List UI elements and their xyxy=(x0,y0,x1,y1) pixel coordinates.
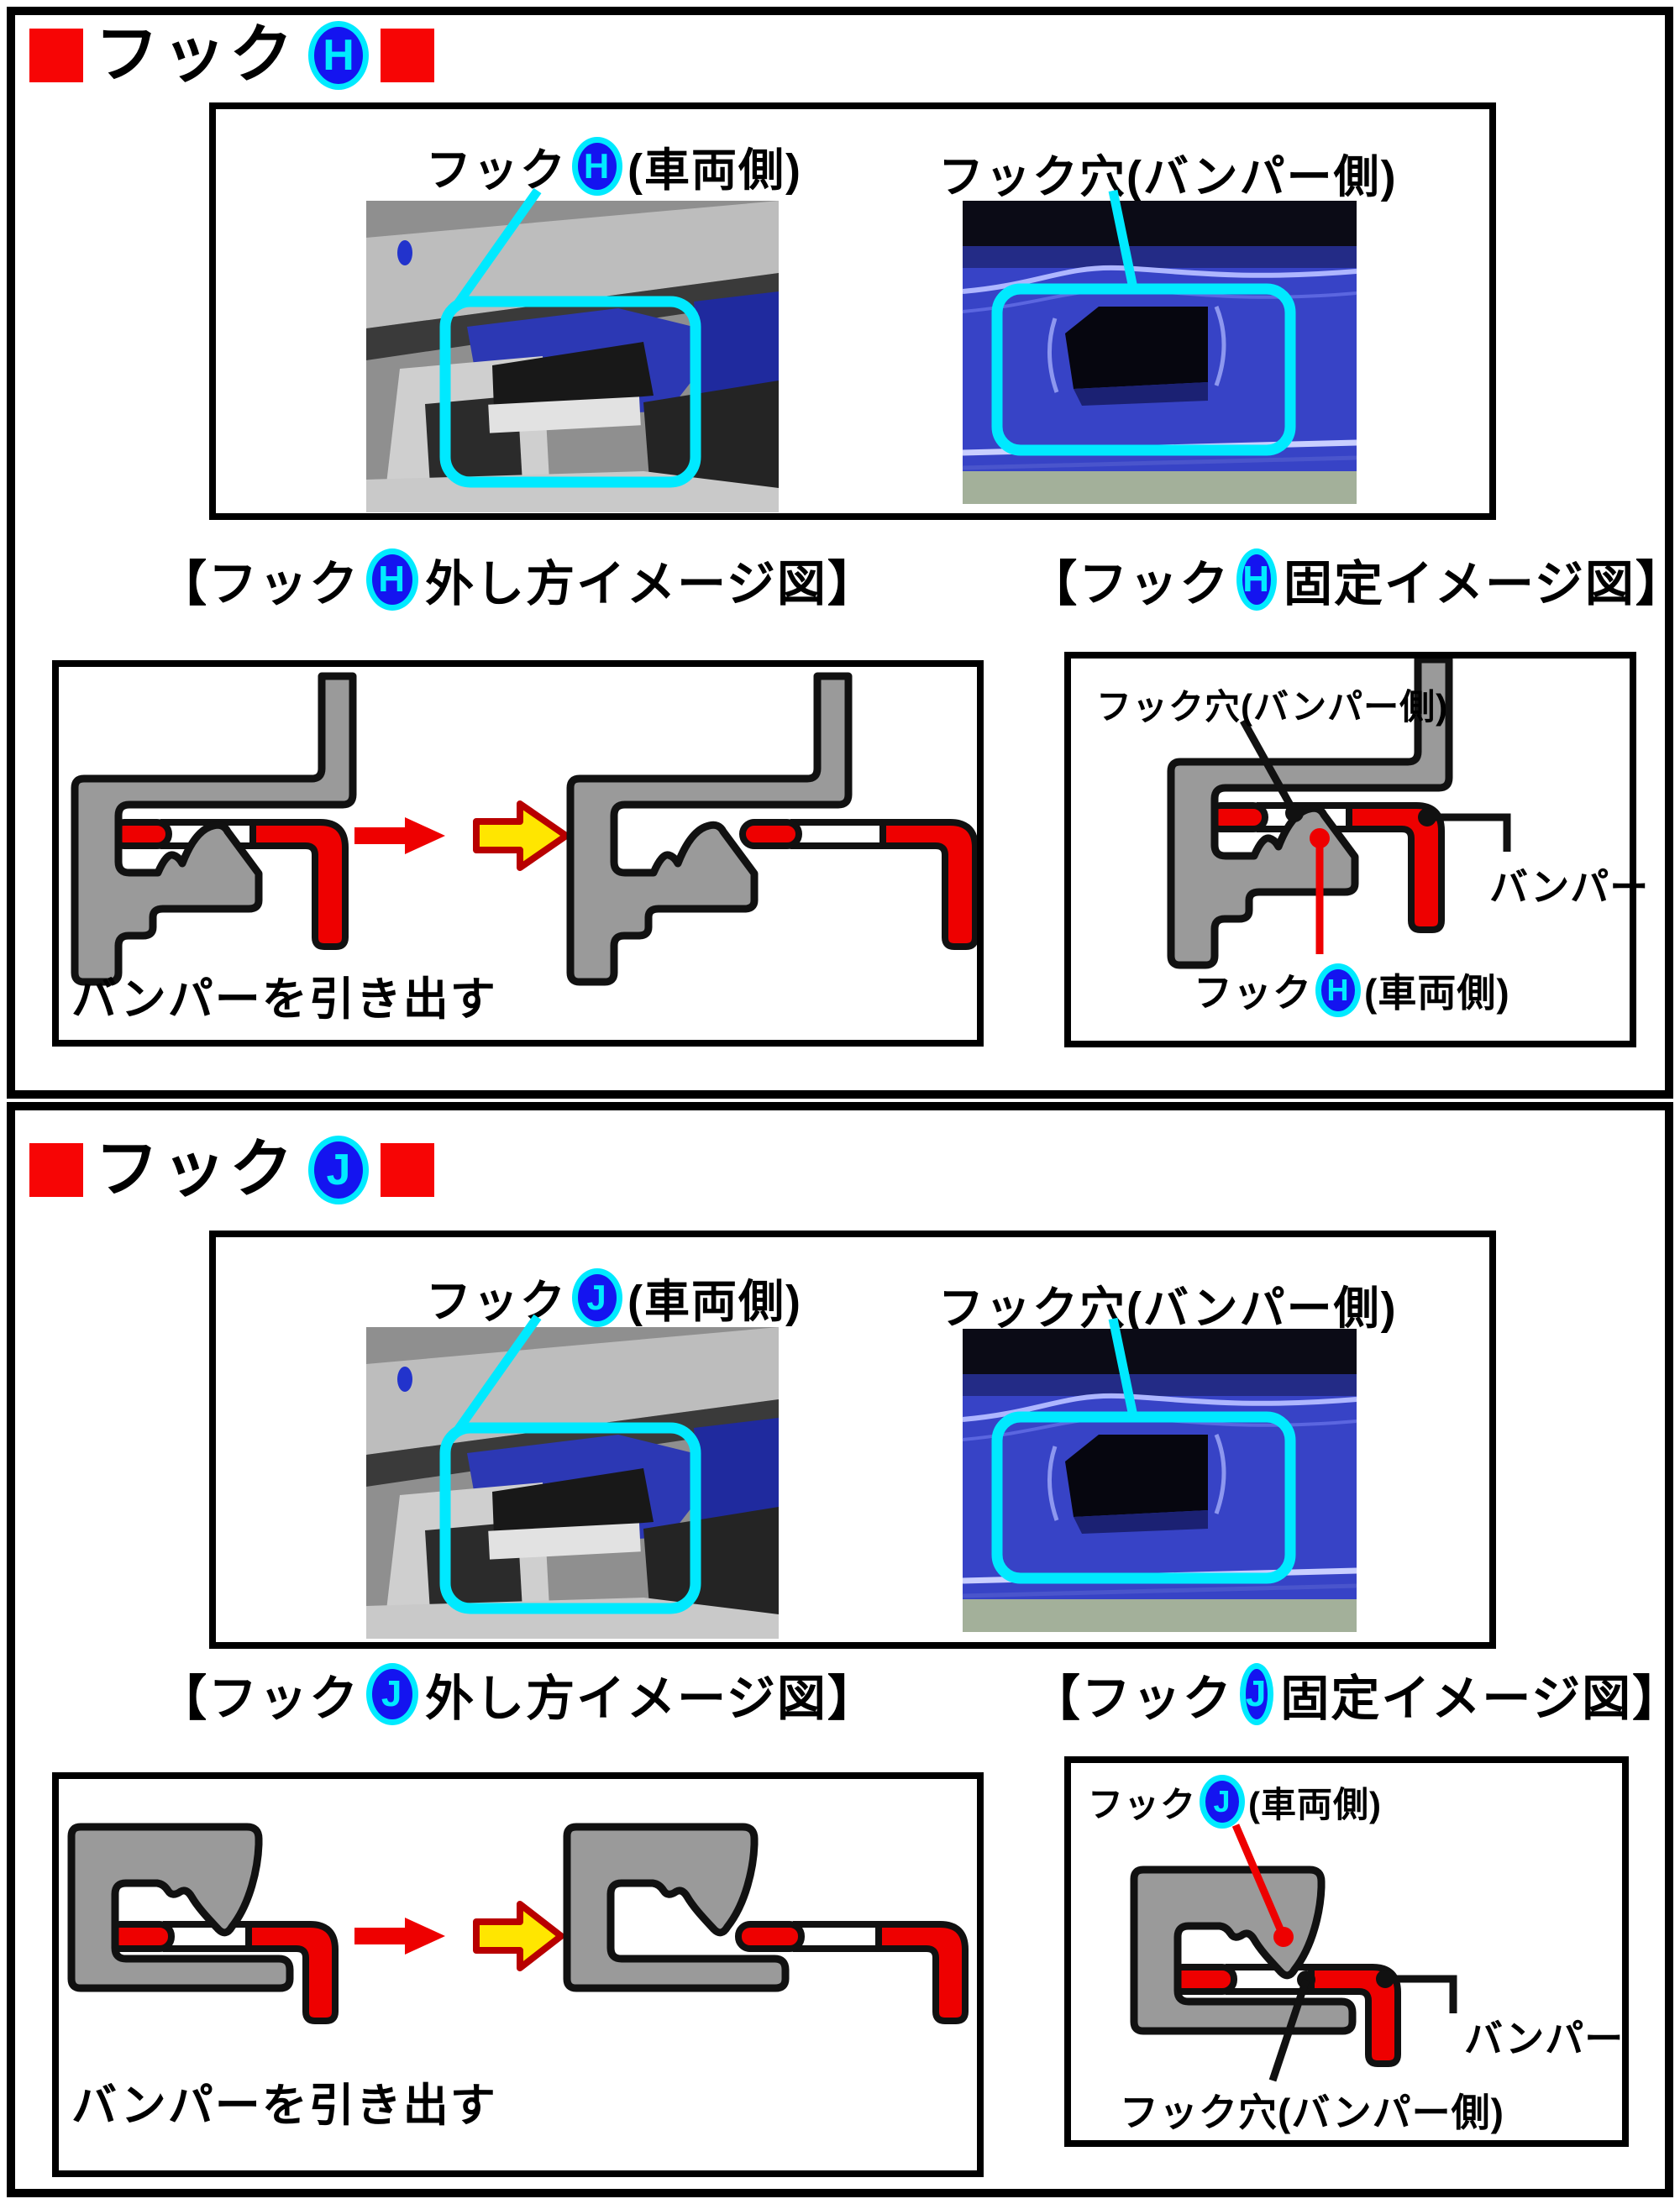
hook-label: フック J (車両側) xyxy=(1088,1775,1382,1829)
bumper-callout-line xyxy=(1376,1970,1457,2013)
photos-panel-h: フック H (車両側) フック穴(バンパー側) xyxy=(209,102,1496,520)
label-text: (車両側) xyxy=(1248,1784,1382,1824)
label-text: フック穴(バンパー側) xyxy=(938,1283,1398,1334)
label-text: バンパー xyxy=(1464,2017,1625,2060)
red-arrow-icon xyxy=(354,1918,445,1955)
label-text: バンパー xyxy=(1489,865,1650,909)
hole-callout-line xyxy=(1240,718,1304,822)
label-text: フック穴(バンパー側) xyxy=(1096,687,1449,727)
removal-diagram-h-drawing xyxy=(59,667,977,1040)
bumper-callout-line xyxy=(1418,808,1511,852)
removal-caption: バンパーを引き出す xyxy=(71,2081,497,2131)
bumper-hole-photo xyxy=(963,1329,1357,1632)
red-arrow-icon xyxy=(354,817,445,854)
hook-j-badge: J xyxy=(572,1267,622,1327)
red-square-icon xyxy=(381,1143,434,1197)
label-text: フック穴(バンパー側) xyxy=(1120,2091,1504,2134)
hook-j-badge: J xyxy=(1200,1775,1246,1829)
hook-h-badge: H xyxy=(366,548,419,611)
title-text: 【フック xyxy=(158,557,360,611)
vehicle-photo-label: フック J (車両側) xyxy=(426,1264,802,1330)
label-text: (車両側) xyxy=(1364,971,1510,1015)
fixed-diagram-title-j: 【フック J 固定イメージ図】 xyxy=(1032,1659,1680,1729)
hook-j-badge: J xyxy=(366,1663,419,1725)
vehicle-hook-photo xyxy=(366,1327,779,1639)
removal-diagram-title-j: 【フック J 外し方イメージ図】 xyxy=(52,1659,984,1729)
title-text: 外し方イメージ図】 xyxy=(425,1671,878,1726)
title-text: 【フック xyxy=(1031,1671,1233,1726)
hook-j-badge: J xyxy=(308,1136,369,1204)
fixed-diagram-j-drawing xyxy=(1071,1824,1457,2082)
label-text: フック xyxy=(426,145,567,196)
label-text: (車両側) xyxy=(627,1277,802,1327)
label-text: フック xyxy=(1088,1784,1197,1824)
section-header-j: フック J xyxy=(29,1136,434,1204)
cross-section-released xyxy=(567,1827,965,2021)
section-hook-h: フック H フック H (車両側) フック穴(バンパー側) xyxy=(7,7,1680,1099)
label-text: フック xyxy=(1194,971,1312,1015)
cross-section-engaged xyxy=(75,676,353,982)
removal-diagram-h: バンパーを引き出す xyxy=(52,660,984,1047)
cross-section-released xyxy=(570,676,975,982)
yellow-arrow-icon xyxy=(473,1901,564,1971)
section-hook-j: フック J フック J (車両側) フック穴(バンパー側) xyxy=(7,1102,1680,2197)
hook-h-badge: H xyxy=(1315,963,1361,1017)
vehicle-hook-photo xyxy=(366,201,779,512)
bumper-photo-label: フック穴(バンパー側) xyxy=(938,1271,1398,1337)
title-text: 【フック xyxy=(158,1671,360,1726)
fixed-diagram-h: フック穴(バンパー側) バンパー フック H (車両側) xyxy=(1064,652,1648,1047)
hook-h-badge: H xyxy=(572,136,622,196)
hook-h-badge: H xyxy=(1236,548,1277,611)
section-title: フック xyxy=(95,1134,297,1205)
bumper-hole-photo xyxy=(963,201,1357,504)
removal-diagram-j: バンパーを引き出す xyxy=(52,1772,984,2177)
bumper-label: バンパー xyxy=(1489,857,1649,912)
hook-h-badge: H xyxy=(308,21,369,90)
bumper-label: バンパー xyxy=(1464,2008,1624,2064)
bumper-photo-label: フック穴(バンパー側) xyxy=(938,139,1398,206)
removal-diagram-title-h: 【フック H 外し方イメージ図】 xyxy=(52,544,984,615)
title-text: 外し方イメージ図】 xyxy=(425,557,878,611)
fixed-diagram-j: フック J (車両側) バンパー フック穴(バンパー側) xyxy=(1064,1756,1629,2147)
fixed-diagram-h-drawing xyxy=(1071,659,1511,1041)
hook-j-badge: J xyxy=(1239,1663,1274,1725)
section-header-h: フック H xyxy=(29,21,434,90)
label-text: フック穴(バンパー側) xyxy=(938,152,1398,202)
red-square-icon xyxy=(381,29,434,82)
title-text: 固定イメージ図】 xyxy=(1283,557,1680,611)
label-text: フック xyxy=(426,1277,567,1327)
photos-panel-j: フック J (車両側) フック穴(バンパー側) xyxy=(209,1231,1496,1649)
hole-label: フック穴(バンパー側) xyxy=(1096,679,1448,730)
label-text: (車両側) xyxy=(627,145,802,196)
hole-label: フック穴(バンパー側) xyxy=(1120,2082,1504,2138)
red-square-icon xyxy=(29,29,83,82)
section-title: フック xyxy=(95,19,297,91)
vehicle-photo-label: フック H (車両側) xyxy=(426,133,802,199)
removal-caption: バンパーを引き出す xyxy=(71,974,497,1025)
fixed-diagram-title-h: 【フック H 固定イメージ図】 xyxy=(1028,544,1680,615)
title-text: 【フック xyxy=(1028,557,1231,611)
cross-section-engaged xyxy=(71,1827,335,2021)
title-text: 固定イメージ図】 xyxy=(1280,1671,1680,1726)
hole-callout-line xyxy=(1268,1970,1315,2082)
hook-callout-line xyxy=(1231,1824,1294,1947)
red-square-icon xyxy=(29,1143,83,1197)
removal-diagram-j-drawing xyxy=(59,1779,977,2170)
yellow-arrow-icon xyxy=(473,800,570,871)
hook-callout-line xyxy=(1310,828,1330,954)
hook-label: フック H (車両側) xyxy=(1194,963,1510,1018)
